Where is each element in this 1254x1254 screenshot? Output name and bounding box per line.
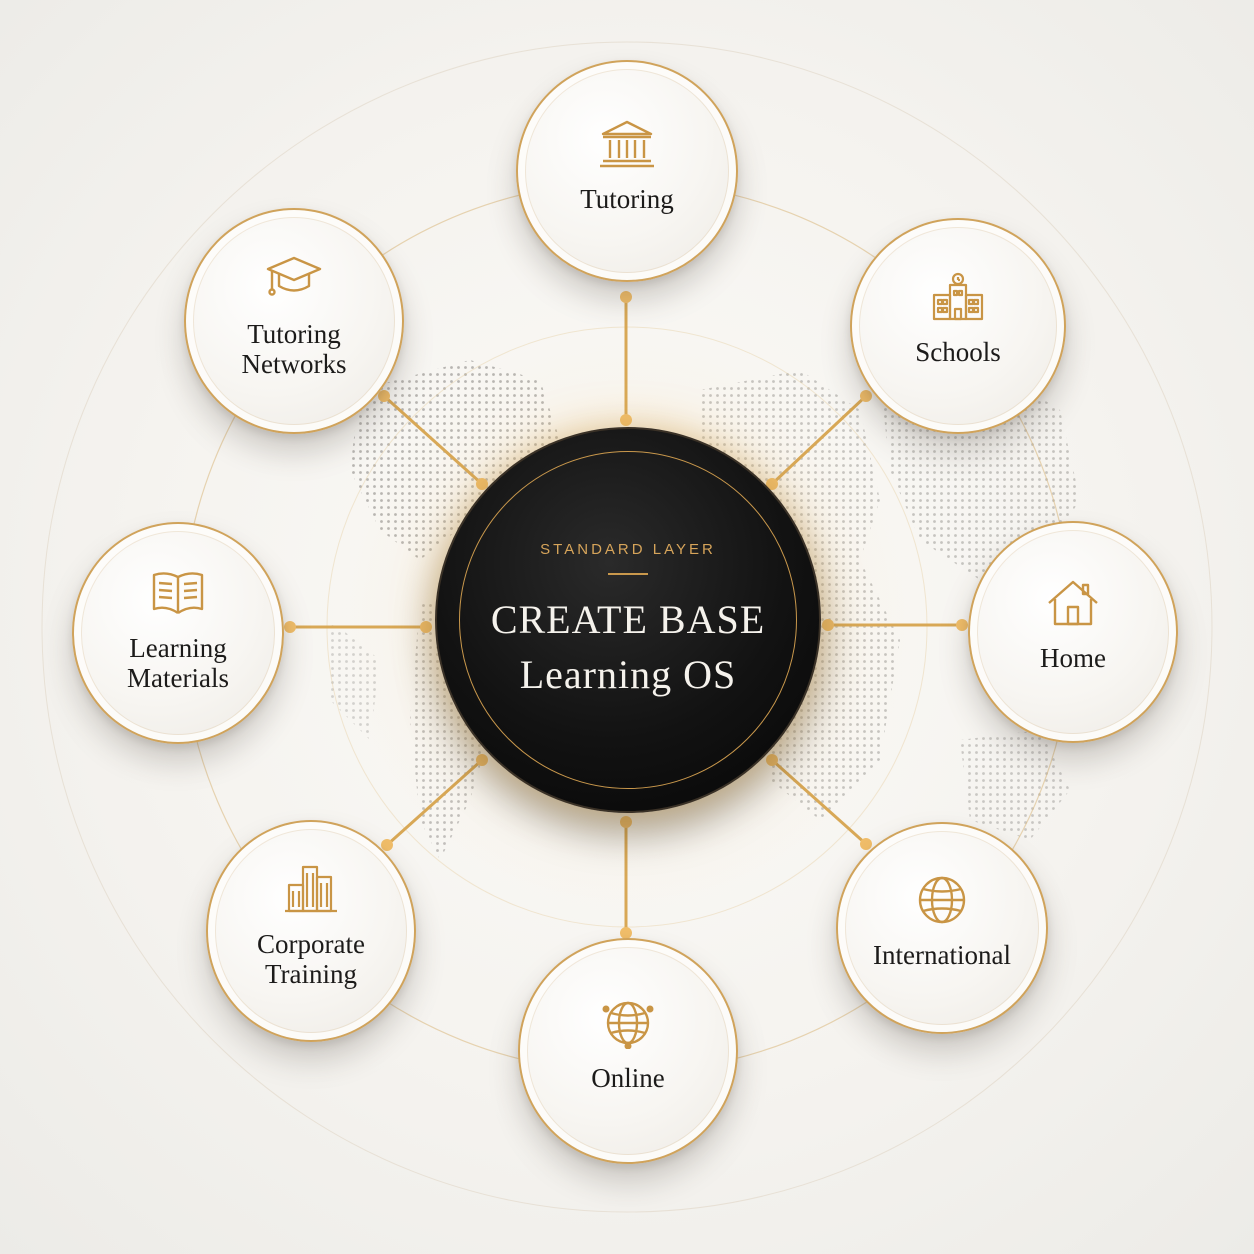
node-label: Corporate Training: [257, 929, 365, 989]
graduation-cap-icon: [266, 256, 322, 296]
node-label: Learning Materials: [127, 633, 229, 693]
open-book-icon: [152, 572, 204, 615]
node-international[interactable]: International: [836, 822, 1048, 1034]
connector-tutoring-networks: [382, 394, 484, 486]
node-learning-materials[interactable]: Learning Materials: [72, 522, 284, 744]
node-label: Home: [1040, 643, 1106, 673]
node-corporate-training[interactable]: Corporate Training: [206, 820, 416, 1042]
node-tutoring[interactable]: Tutoring: [516, 60, 738, 282]
hub-inner-ring: [459, 451, 797, 789]
node-tutoring-networks[interactable]: Tutoring Networks: [184, 208, 404, 434]
connector-schools: [770, 394, 868, 486]
globe-icon: [918, 876, 966, 924]
hub-title: CREATE BASE Learning OS: [437, 592, 819, 702]
house-icon: [1048, 580, 1098, 626]
institution-icon: [600, 120, 654, 168]
hub-title-line2: Learning OS: [519, 652, 737, 697]
hub-subtitle: STANDARD LAYER: [540, 541, 716, 558]
node-label: International: [873, 940, 1011, 970]
connector-dots: [284, 291, 968, 939]
network-globe-icon: [602, 1001, 654, 1049]
hub-title-line1: CREATE BASE: [490, 597, 766, 642]
node-schools[interactable]: Schools: [850, 218, 1066, 434]
orbit-ring-outer: [41, 41, 1213, 1213]
node-online[interactable]: Online: [518, 938, 738, 1164]
connector-international: [770, 758, 868, 846]
connectors: [288, 295, 964, 935]
node-label: Schools: [915, 337, 1001, 367]
hub-circle: STANDARD LAYER CREATE BASE Learning OS: [435, 427, 821, 813]
node-label: Tutoring: [580, 184, 674, 214]
node-label: Tutoring Networks: [241, 319, 347, 379]
school-building-icon: [932, 272, 984, 321]
hub-divider: [608, 573, 648, 575]
office-buildings-icon: [285, 865, 337, 913]
connector-corporate-training: [385, 758, 484, 847]
node-home[interactable]: Home: [968, 521, 1178, 743]
node-label: Online: [591, 1063, 665, 1093]
